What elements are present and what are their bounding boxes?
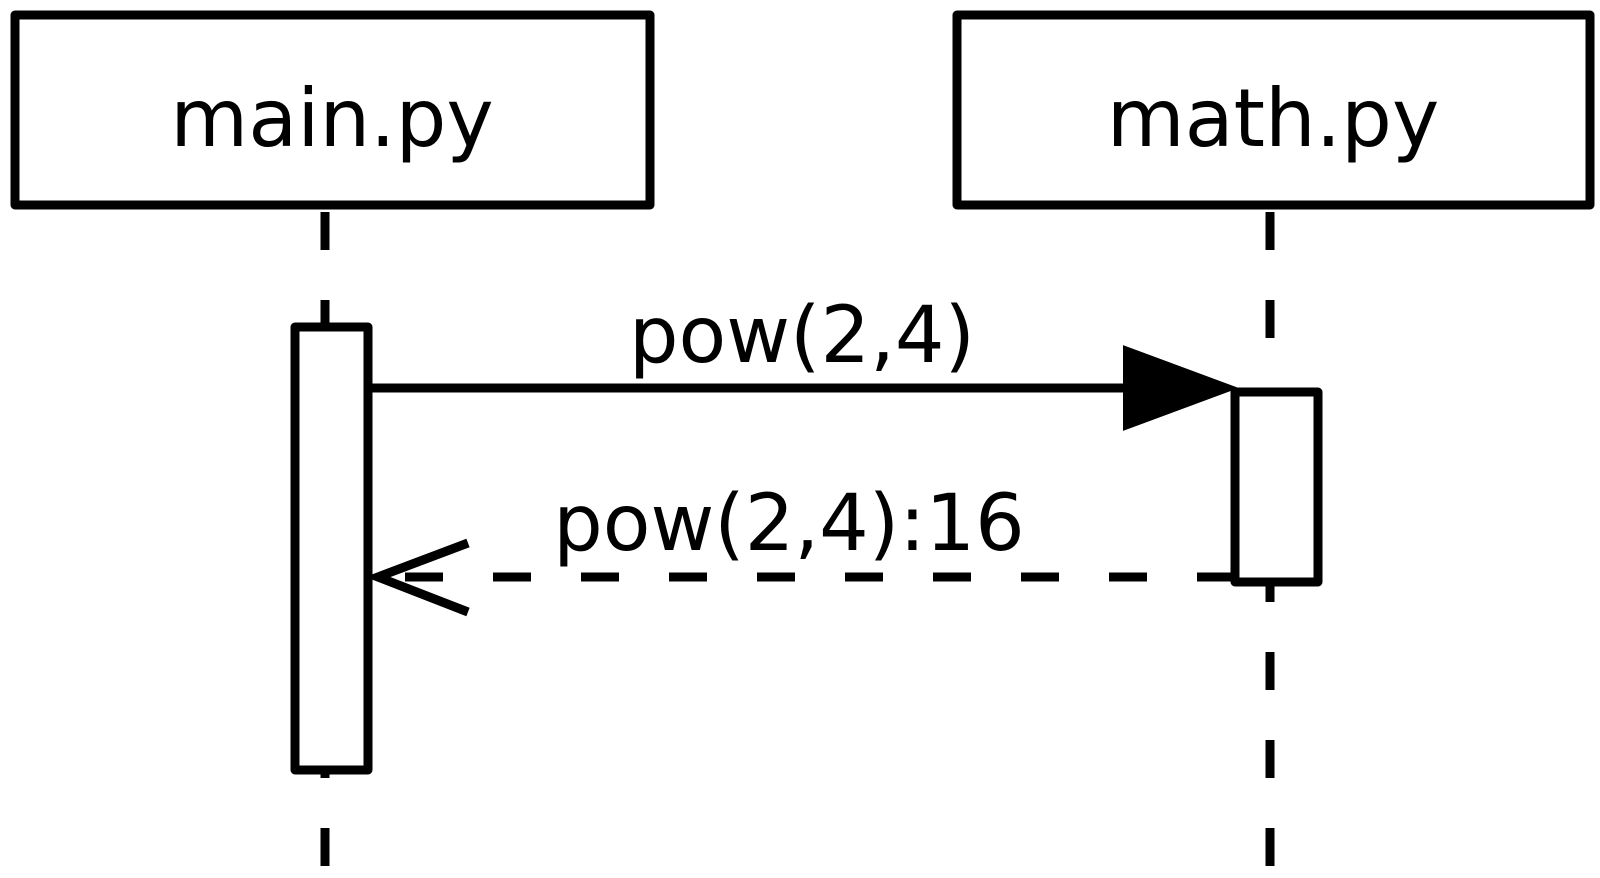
activation-math: [1230, 387, 1323, 587]
message-return-arrowhead: [365, 538, 470, 617]
participant-math: math.py: [952, 10, 1595, 210]
message-call-label: pow(2,4): [629, 291, 975, 381]
message-call: pow(2,4): [368, 291, 1239, 431]
message-return-label: pow(2,4):16: [553, 479, 1024, 569]
activation-main: [290, 322, 373, 775]
participant-main: main.py: [10, 10, 655, 210]
participant-main-label: main.py: [170, 72, 493, 165]
participant-math-label: math.py: [1107, 72, 1440, 165]
participant-math-box: [952, 10, 1595, 210]
participant-main-box: [10, 10, 655, 210]
message-return: pow(2,4):16: [365, 479, 1235, 617]
message-call-arrowhead: [1123, 345, 1239, 431]
